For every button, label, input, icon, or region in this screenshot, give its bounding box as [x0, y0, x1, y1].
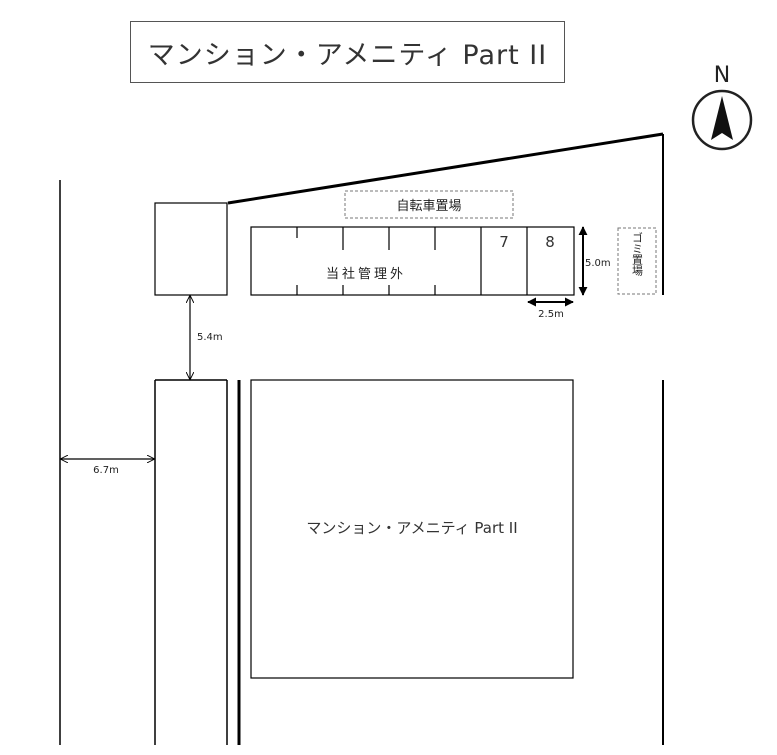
- space-number-8: 8: [545, 233, 555, 251]
- site-north-boundary: [227, 132, 664, 205]
- parking-area: [250, 226, 575, 296]
- width-dimension-label: 2.5m: [538, 309, 564, 320]
- driveway-dimension-label: 5.4m: [197, 332, 223, 343]
- compass: N: [691, 63, 753, 151]
- bicycle-parking-area: [344, 190, 514, 219]
- compass-label: N: [714, 63, 730, 88]
- title-box: マンション・アメニティ Part II: [130, 21, 565, 83]
- building-label: マンション・アメニティ Part II: [306, 519, 517, 537]
- north-arrow-icon: [711, 96, 733, 140]
- unmanaged-spaces-label: 当社管理外: [326, 266, 406, 282]
- page-title: マンション・アメニティ Part II: [147, 39, 548, 71]
- garbage-area: [617, 227, 657, 295]
- depth-dimension-label: 5.0m: [585, 258, 611, 269]
- road-dimension-label: 6.7m: [93, 465, 119, 476]
- neighbor-block: [154, 202, 228, 296]
- space-number-7: 7: [499, 233, 509, 251]
- main-building: [250, 379, 574, 679]
- parking-row: 当社管理外 7 8: [250, 226, 575, 296]
- garbage-area-label: ゴミ置場: [631, 231, 644, 277]
- bicycle-parking-label: 自転車置場: [396, 199, 461, 214]
